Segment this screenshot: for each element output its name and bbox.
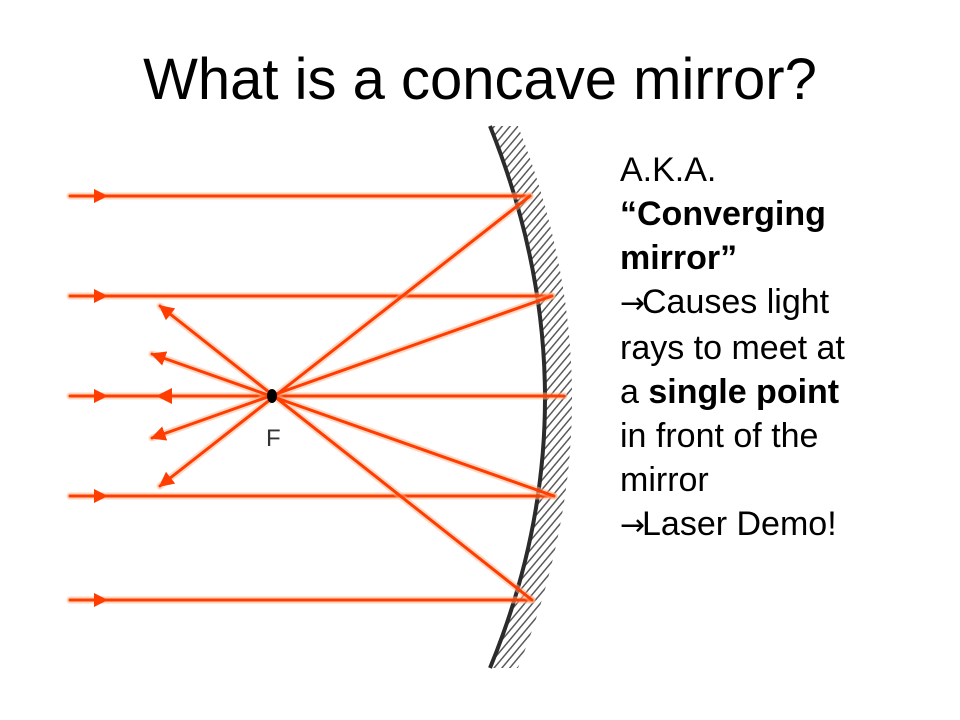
arrow-left-icon	[156, 388, 172, 404]
description-text: A.K.A. “Converging mirror” →Causes light…	[620, 148, 950, 548]
alias-line-1: “Converging	[620, 195, 826, 233]
bullet-1-emphasis: single point	[648, 373, 840, 411]
bullet-1-line-4: in front of the	[620, 417, 819, 455]
reflected-ray-4	[150, 351, 556, 498]
arrow-right-icon: →	[620, 286, 646, 321]
bullet-1-prefix: a	[620, 373, 649, 411]
arrow-right-icon	[94, 189, 108, 607]
focal-point-icon	[267, 389, 277, 403]
page-title: What is a concave mirror?	[143, 47, 817, 112]
bullet-2: →Laser Demo!	[620, 502, 950, 548]
reflected-rays	[148, 192, 558, 604]
focal-point-label: F	[266, 425, 281, 452]
reflected-ray-5	[158, 304, 534, 602]
bullet-1-line-2: rays to meet at	[620, 329, 845, 367]
aka-label: A.K.A.	[620, 151, 717, 189]
bullet-1-line-1: →Causes light	[620, 280, 950, 326]
mirror-hatching	[490, 126, 572, 668]
bullet-1-line-5: mirror	[620, 461, 709, 499]
alias-line-2: mirror”	[620, 239, 738, 277]
bullet-1-text: Causes light	[642, 283, 830, 321]
incident-rays	[66, 189, 568, 607]
concave-mirror-diagram: F	[66, 125, 572, 669]
bullet-2-text: Laser Demo!	[642, 505, 837, 543]
arrow-right-icon: →	[620, 508, 646, 543]
bullet-1-line-3: a single point	[620, 370, 950, 414]
reflected-ray-1	[158, 194, 532, 488]
reflected-ray-2	[150, 294, 554, 441]
